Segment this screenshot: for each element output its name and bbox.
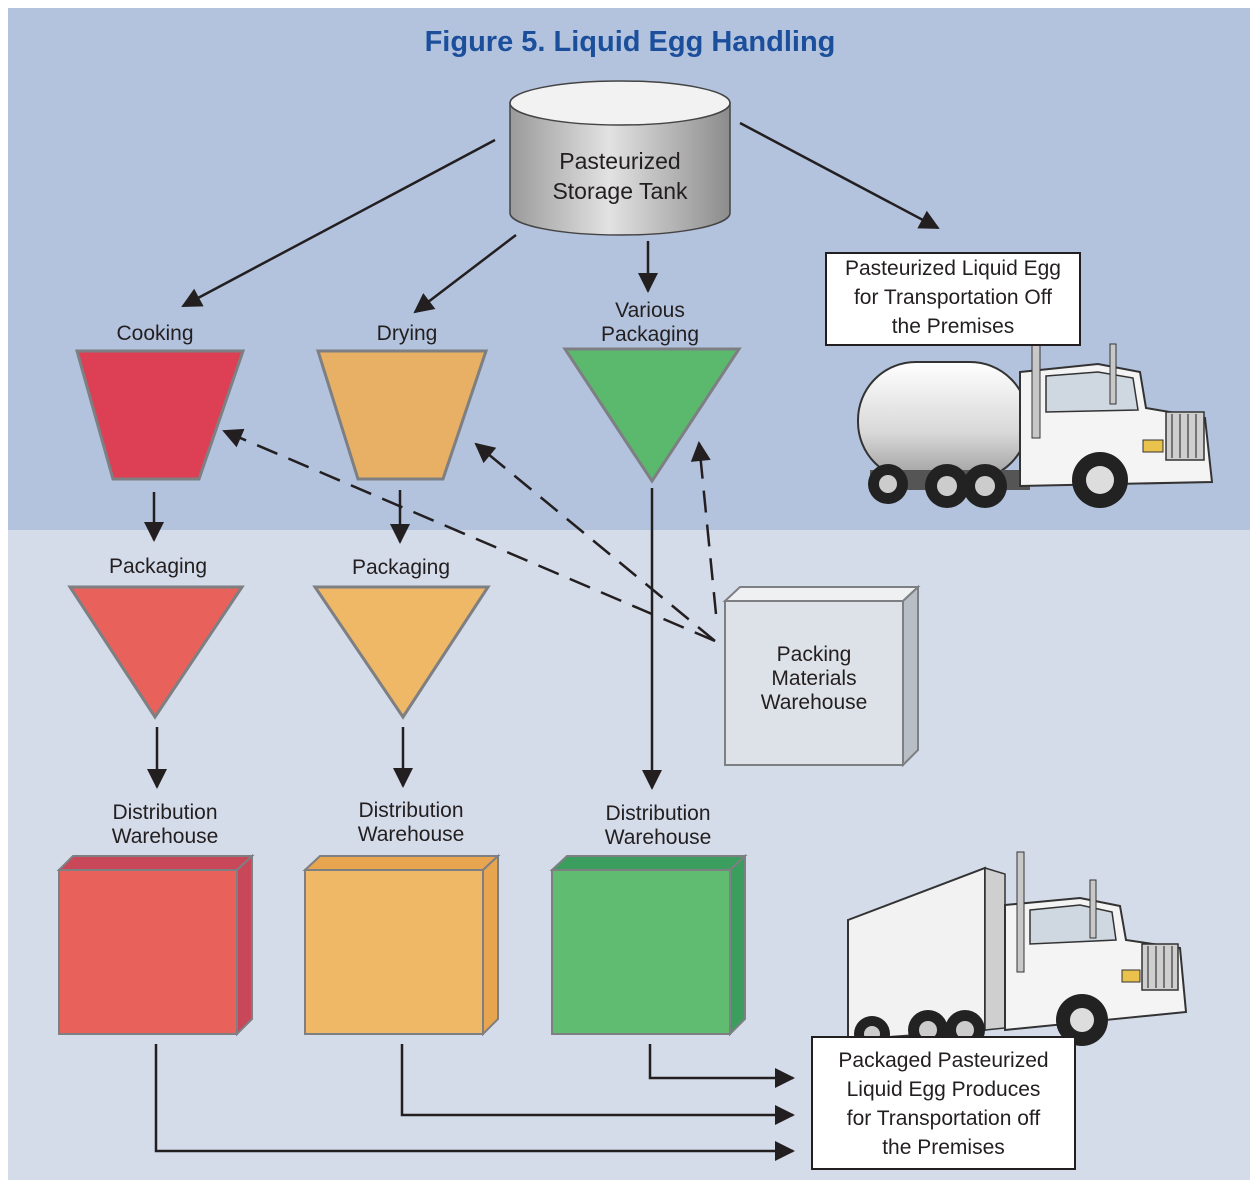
cooking-label: Cooking bbox=[116, 322, 194, 345]
packaging-triangle-orange bbox=[312, 585, 491, 720]
distribution-label-1: Distribution Warehouse bbox=[111, 801, 219, 848]
tanker-transport-label: Pasteurized Liquid Egg for Transportatio… bbox=[825, 252, 1081, 346]
various-packaging-triangle bbox=[562, 347, 742, 484]
arrow-dist-1-to-box-truck bbox=[154, 1044, 795, 1161]
packaging-label-1: Packaging bbox=[108, 555, 208, 578]
distribution-warehouse-green bbox=[549, 853, 748, 1037]
dashed-arrow-to-drying bbox=[474, 442, 716, 642]
arrow-dist-2-to-box-truck bbox=[400, 1044, 795, 1125]
drying-funnel bbox=[315, 349, 489, 481]
distribution-warehouse-red bbox=[56, 853, 255, 1037]
packing-materials-warehouse-box bbox=[722, 584, 921, 768]
arrow-tank-to-drying bbox=[413, 234, 517, 314]
box-truck-transport-label: Packaged Pasteurized Liquid Egg Produces… bbox=[811, 1036, 1076, 1170]
figure-title: Figure 5. Liquid Egg Handling bbox=[424, 26, 836, 58]
various-packaging-label: Various Packaging bbox=[600, 299, 700, 346]
drying-label: Drying bbox=[376, 322, 438, 345]
arrow-tank-to-tanker bbox=[739, 121, 940, 230]
arrow-tank-to-cooking bbox=[181, 138, 496, 308]
packaging-triangle-red bbox=[67, 585, 245, 720]
packing-materials-label: Packing Materials Warehouse bbox=[760, 643, 868, 714]
cooking-funnel bbox=[75, 349, 246, 481]
arrow-dist-3-to-box-truck bbox=[648, 1044, 795, 1088]
tanker-truck-icon bbox=[857, 317, 1214, 508]
dashed-arrow-to-cooking bbox=[222, 428, 716, 643]
storage-tank-icon bbox=[509, 80, 731, 236]
packaging-label-2: Packaging bbox=[351, 556, 451, 579]
distribution-warehouse-orange bbox=[302, 853, 501, 1037]
distribution-label-2: Distribution Warehouse bbox=[357, 799, 465, 846]
distribution-label-3: Distribution Warehouse bbox=[604, 802, 712, 849]
storage-tank-label: Pasteurized Storage Tank bbox=[552, 148, 688, 204]
dashed-arrow-to-various bbox=[690, 441, 718, 615]
